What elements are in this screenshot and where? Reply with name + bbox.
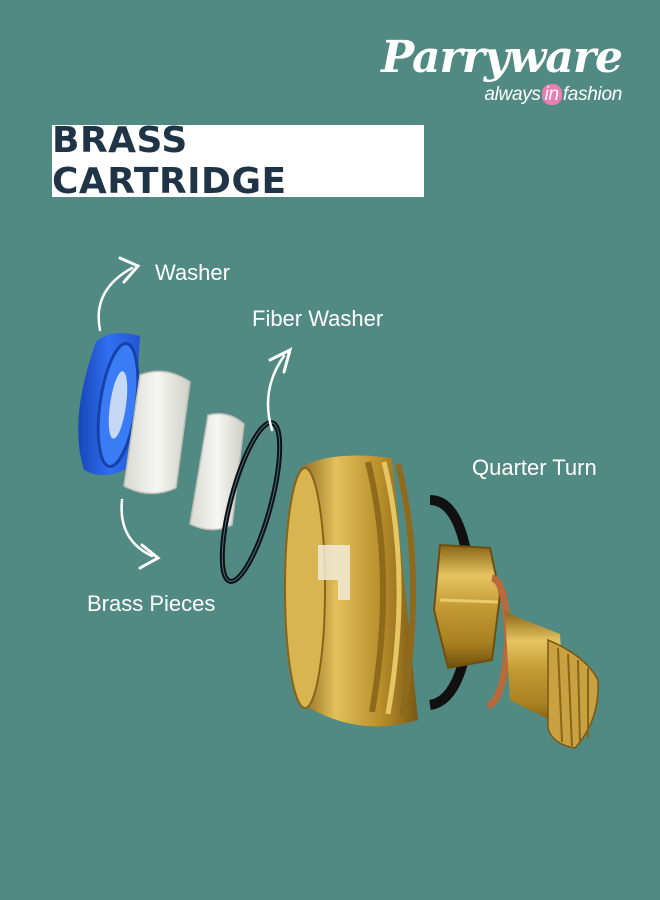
brass-pieces-label: Brass Pieces <box>87 591 216 616</box>
curved-arrow-icon <box>120 498 161 570</box>
tagline-part: always <box>484 84 541 105</box>
brass-piece-2 <box>189 412 245 531</box>
brass-piece-1 <box>123 370 191 495</box>
tagline-part: fashion <box>562 84 622 105</box>
curved-arrow-icon <box>97 256 141 332</box>
curved-arrow-icon <box>266 347 293 432</box>
brand-name: Parryware <box>381 32 623 83</box>
tagline-highlight: in <box>541 84 562 105</box>
washer-part <box>78 333 140 476</box>
washer-label: Washer <box>155 260 230 285</box>
cartridge-body <box>284 455 599 749</box>
page-title: BRASS CARTRIDGE <box>52 120 287 202</box>
fiber-washer-label: Fiber Washer <box>252 306 384 331</box>
fiber-washer-part <box>219 420 283 584</box>
title-banner: BRASS CARTRIDGE <box>52 120 424 202</box>
quarter-turn-label: Quarter Turn <box>472 455 597 480</box>
